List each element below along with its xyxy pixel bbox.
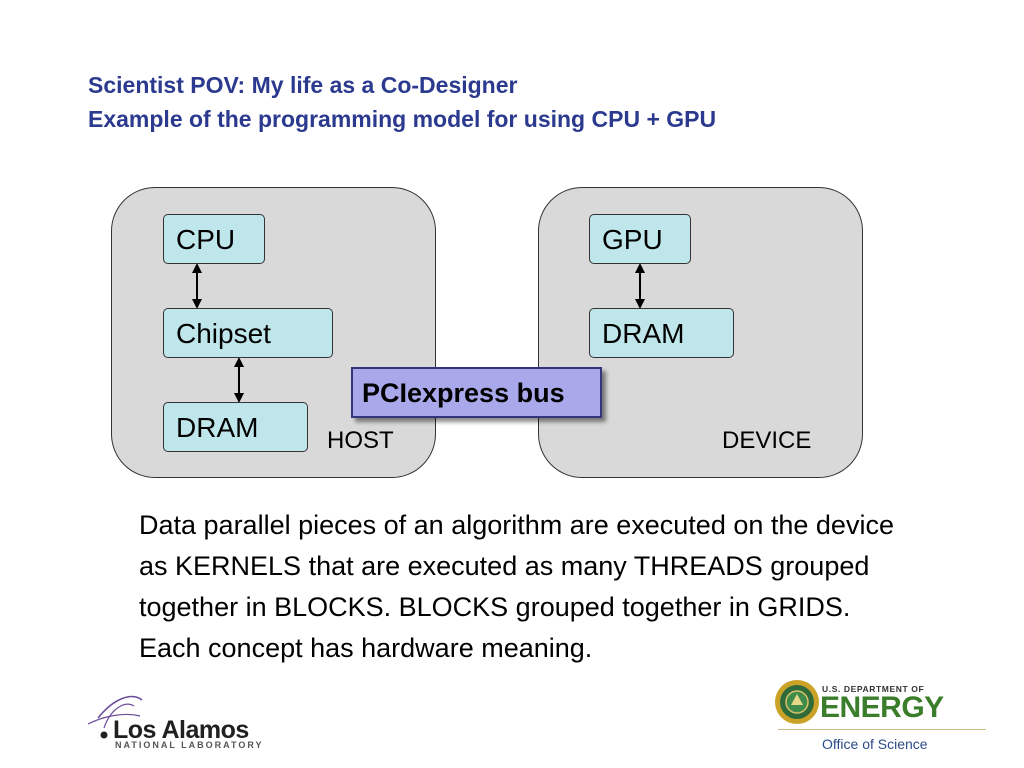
host-dram-box: DRAM <box>163 402 308 452</box>
doe-divider <box>778 729 986 730</box>
doe-office-label: Office of Science <box>822 736 928 752</box>
gpu-box: GPU <box>589 214 691 264</box>
lanl-subtitle: NATIONAL LABORATORY <box>115 740 264 750</box>
los-alamos-logo-icon <box>87 695 143 739</box>
device-label: DEVICE <box>722 427 812 454</box>
host-label: HOST <box>327 427 394 454</box>
cpu-box: CPU <box>163 214 265 264</box>
slide-title-line2: Example of the programming model for usi… <box>88 106 717 132</box>
device-dram-box: DRAM <box>589 308 734 358</box>
chipset-box: Chipset <box>163 308 333 358</box>
lanl-name: Los Alamos <box>113 716 249 744</box>
pciexpress-bus-box: PCIexpress bus <box>351 367 602 418</box>
slide-title-line1: Scientist POV: My life as a Co-Designer <box>88 72 518 98</box>
body-paragraph: Data parallel pieces of an algorithm are… <box>139 510 894 663</box>
doe-energy-label: ENERGY <box>820 691 944 724</box>
doe-seal-icon <box>775 680 819 724</box>
doe-department-label: U.S. DEPARTMENT OF <box>822 684 925 694</box>
